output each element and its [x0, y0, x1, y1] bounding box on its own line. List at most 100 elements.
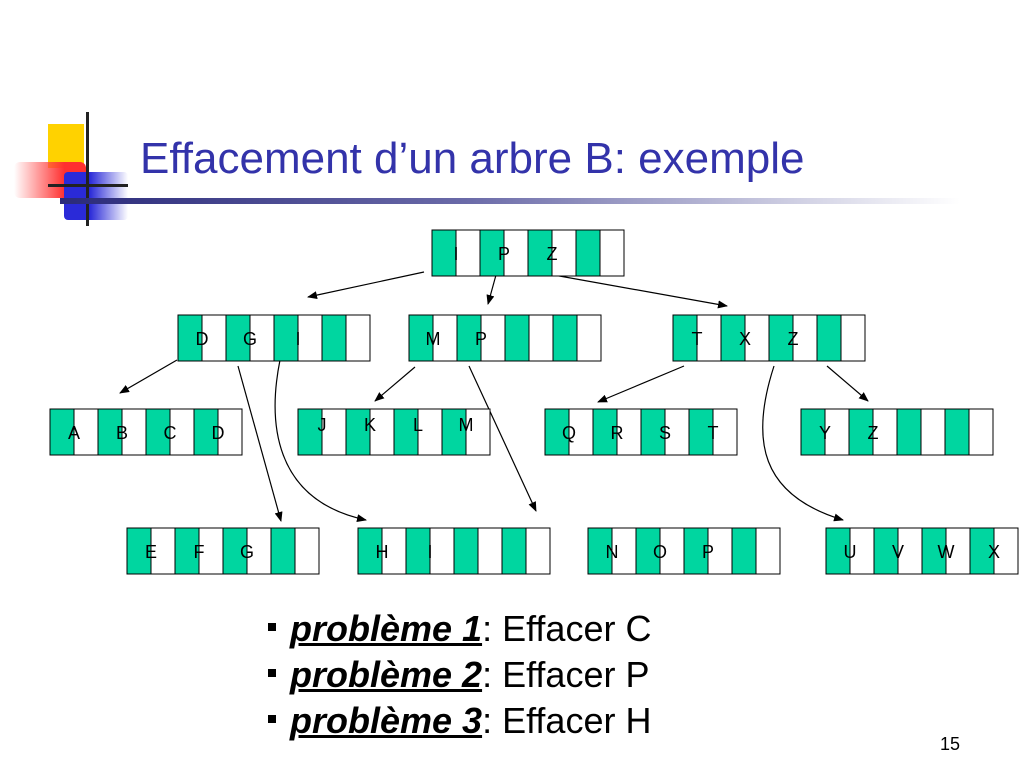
key-cell: [503, 229, 529, 277]
key-cell: [616, 408, 642, 456]
bullet-square-icon: [268, 623, 276, 632]
problem-text: : Effacer H: [482, 700, 652, 741]
problem-text: : Effacer P: [482, 654, 650, 695]
tree-edges: [119, 271, 869, 523]
node-key-label: Z: [547, 244, 558, 264]
node-key-label: C: [164, 423, 177, 443]
slide-title: Effacement d’un arbre B: exemple: [140, 134, 805, 183]
key-cell: [840, 314, 866, 362]
problem-item: problème 2: Effacer P: [268, 652, 651, 698]
node-key-label: V: [892, 542, 904, 562]
tree-edge-arrow: [486, 274, 497, 305]
key-cell: [321, 408, 347, 456]
problem-item: problème 1: Effacer C: [268, 606, 651, 652]
tree-edge-arrow: [374, 366, 416, 402]
key-cell: [576, 314, 602, 362]
node-key-label: P: [702, 542, 714, 562]
pointer-cell: [479, 229, 505, 277]
pointer-cell: [552, 314, 578, 362]
key-cell: [150, 527, 176, 575]
pointer-cell: [408, 314, 434, 362]
pointer-cell: [225, 314, 251, 362]
key-cell: [121, 408, 147, 456]
key-cell: [217, 408, 243, 456]
node-key-label: N: [606, 542, 619, 562]
pointer-cell: [321, 314, 347, 362]
node-key-label: M: [426, 329, 441, 349]
tree-edge-arrow: [274, 359, 367, 523]
pointer-cell: [270, 527, 296, 575]
key-cell: [480, 314, 506, 362]
tree-edge-arrow: [826, 365, 869, 402]
pointer-cell: [126, 527, 152, 575]
bullet-square-icon: [268, 669, 276, 678]
key-cell: [920, 408, 946, 456]
node-key-label: I: [295, 329, 300, 349]
node-key-label: P: [475, 329, 487, 349]
tree-edge-arrow: [237, 365, 283, 522]
node-key-label: X: [739, 329, 751, 349]
node-key-label: R: [611, 423, 624, 443]
node-key-label: K: [364, 415, 376, 435]
pointer-cell: [145, 408, 171, 456]
page-number: 15: [940, 734, 961, 754]
tree-edge-arrow: [307, 271, 425, 300]
bullet-square-icon: [268, 715, 276, 724]
node-key-label: Q: [562, 423, 576, 443]
key-cell: [246, 527, 272, 575]
key-cell: [659, 527, 685, 575]
pointer-cell: [297, 408, 323, 456]
pointer-cell: [873, 527, 899, 575]
node-key-label: M: [459, 415, 474, 435]
node-key-label: Y: [819, 423, 831, 443]
pointer-cell: [501, 527, 527, 575]
node-key-label: D: [212, 423, 225, 443]
key-cell: [369, 408, 395, 456]
pointer-cell: [672, 314, 698, 362]
node-key-label: I: [427, 542, 432, 562]
pointer-cell: [357, 527, 383, 575]
problem-text: : Effacer C: [482, 608, 652, 649]
node-key-label: Z: [868, 423, 879, 443]
node-key-label: T: [708, 423, 719, 443]
key-cell: [477, 527, 503, 575]
key-cell: [201, 314, 227, 362]
tree-edge-arrow: [536, 271, 728, 309]
problem-label: problème 3: [290, 700, 483, 741]
key-cell: [432, 314, 458, 362]
key-cell: [599, 229, 625, 277]
pointer-cell: [97, 408, 123, 456]
pointer-cell: [848, 408, 874, 456]
pointer-cell: [896, 408, 922, 456]
pointer-cell: [825, 527, 851, 575]
node-key-label: X: [988, 542, 1000, 562]
key-cell: [664, 408, 690, 456]
key-cell: [897, 527, 923, 575]
pointer-cell: [504, 314, 530, 362]
pointer-cell: [635, 527, 661, 575]
node-key-label: G: [243, 329, 257, 349]
key-cell: [755, 527, 781, 575]
title-underline: [60, 198, 960, 204]
pointer-cell: [222, 527, 248, 575]
pointer-cell: [456, 314, 482, 362]
node-key-label: O: [653, 542, 667, 562]
key-cell: [611, 527, 637, 575]
pointer-cell: [575, 229, 601, 277]
pointer-cell: [688, 408, 714, 456]
key-cell: [568, 408, 594, 456]
key-cell: [465, 408, 491, 456]
pointer-cell: [921, 527, 947, 575]
pointer-cell: [453, 527, 479, 575]
pointer-cell: [720, 314, 746, 362]
